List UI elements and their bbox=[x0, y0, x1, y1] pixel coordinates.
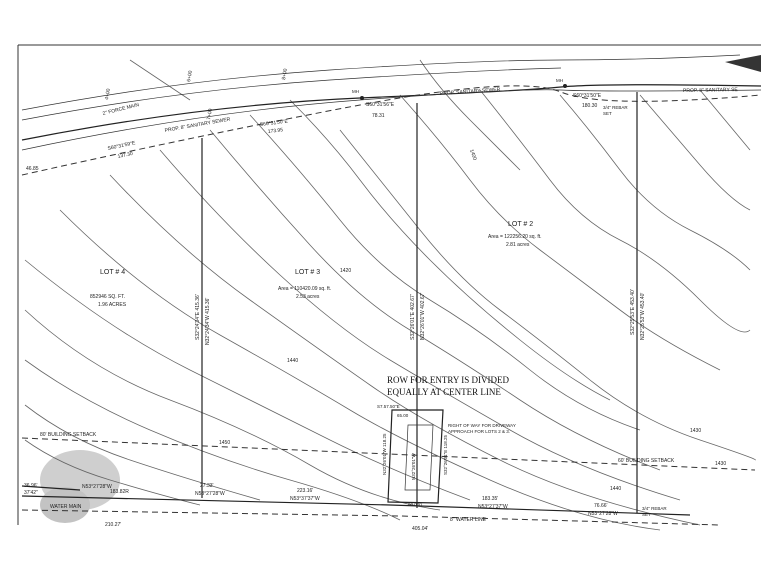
contour-label: 1440 bbox=[287, 358, 298, 364]
contour-label: 1430 bbox=[715, 461, 726, 467]
setback-label-left: 80' BUILDING SETBACK bbox=[40, 432, 97, 438]
front-dist-6: 210.27' bbox=[105, 522, 121, 528]
station-label: 6+00 bbox=[186, 70, 194, 82]
lot-3-acres: 2.53 acres bbox=[296, 294, 320, 300]
front-bearing-3: N53°37'37"W bbox=[290, 496, 320, 502]
lot-3-name: LOT # 3 bbox=[295, 269, 320, 276]
easement-top-bearing: S7.57.50"E bbox=[377, 404, 400, 409]
row-note-line-1: ROW FOR ENTRY IS DIVIDED bbox=[387, 375, 510, 385]
lot-4-area: 852946 SQ. FT. bbox=[90, 294, 125, 300]
station-label: 7+00 bbox=[206, 108, 214, 120]
easement-note-2: APPROACH FOR LOTS 2 & 3. bbox=[448, 429, 510, 434]
lot-2-acres: 2.81 acres bbox=[506, 242, 530, 248]
left-edge-label-2: 37'42" bbox=[24, 490, 38, 496]
driveway-easement bbox=[387, 409, 444, 504]
station-label: 8+00 bbox=[281, 68, 289, 80]
front-dist-4: 183.35' bbox=[482, 496, 498, 502]
rebar-label-bottom: 3/4" REBAR bbox=[642, 506, 667, 511]
lot-line-4-3-bearing-a: S32°24'34"E 415.36' bbox=[195, 294, 201, 340]
building-setback-line bbox=[21, 437, 756, 471]
rebar-set-bottom: SET bbox=[642, 512, 651, 517]
sanitary-sewer-label-right: PROP. 8" SANITARY SE bbox=[683, 87, 739, 94]
lot-line-3-2-bearing-b: N32°26'01"W 402.67' bbox=[420, 293, 426, 340]
total-frontage: 405.04' bbox=[412, 526, 428, 532]
force-main-label: 2" FORCE MAIN bbox=[102, 102, 140, 117]
front-dist-5: 76.66' bbox=[594, 503, 608, 509]
front-bearing-5: N53°27'28"W bbox=[588, 511, 618, 517]
manhole-marker bbox=[563, 84, 567, 88]
rebar-label-top: 3/4" REBAR bbox=[603, 105, 628, 110]
scan-smudge-bottom-left bbox=[40, 450, 120, 523]
easement-note-1: RIGHT OF WAY FOR DRIVEWAY bbox=[448, 423, 516, 428]
front-bearing-4: N53°27'37"W bbox=[478, 504, 508, 510]
rebar-set-top: SET bbox=[603, 111, 612, 116]
sanitary-sewer-label-mid: PROP. SANITARY SEWER bbox=[440, 87, 501, 97]
sewer-dist-1: 137.30 bbox=[117, 151, 133, 160]
lot-4-name: LOT # 4 bbox=[100, 269, 125, 276]
left-edge-mark: 46.85 bbox=[26, 166, 39, 172]
sewer-bearing-4: S60°31'50"E bbox=[573, 93, 602, 99]
sewer-bearing-2: S60°31'50"E bbox=[260, 119, 289, 128]
lot-line-3-2-bearing-a: S32°26'01"E 402.67' bbox=[410, 294, 416, 340]
front-dist-2: 27.33' bbox=[200, 483, 214, 489]
manhole-marker bbox=[360, 96, 364, 100]
easement-inner-bearing: N32°26'01"W bbox=[411, 452, 416, 480]
sewer-dist-2: 173.95 bbox=[268, 127, 284, 135]
lot-3-area: Area = 110420.09 sq. ft. bbox=[278, 286, 331, 292]
water-main-label: WATER MAIN bbox=[50, 504, 82, 510]
setback-label-right: 60' BUILDING SETBACK bbox=[618, 458, 675, 464]
contour-label: 1440 bbox=[610, 486, 621, 492]
easement-top-dist: 65.00 bbox=[397, 413, 409, 418]
sanitary-sewer-label-left: PROP. 8" SANITARY SEWER bbox=[164, 116, 231, 134]
front-bearing-2: N53°27'28"W bbox=[195, 491, 225, 497]
left-edge-label-1: 36.96' bbox=[24, 483, 38, 489]
row-note-line-2: EQUALLY AT CENTER LINE bbox=[387, 387, 501, 397]
contour-label: 1430 bbox=[690, 428, 701, 434]
sewer-bearing-3: S60°31'56"E bbox=[366, 102, 395, 108]
easement-left-bearing: N32°26'01"W 118.25 bbox=[382, 433, 387, 475]
contour-label: 1450 bbox=[219, 440, 230, 446]
manhole-label: MH bbox=[556, 78, 563, 83]
sewer-easement bbox=[21, 54, 761, 176]
lot-line-4-3-bearing-b: N32°24'34"W 415.36' bbox=[205, 298, 211, 345]
sewer-dist-3: 78.31 bbox=[372, 113, 385, 119]
water-line-label: 8" WATER LINE bbox=[450, 517, 487, 523]
lot-2-area: Area = 122256.20 sq. ft. bbox=[488, 234, 542, 240]
scan-smudge-top-right bbox=[725, 55, 761, 72]
front-bearing-1: N53°27'28"W bbox=[82, 484, 112, 490]
lot-line-2-east-bearing-b: N32°25'53"W 453.40' bbox=[640, 293, 646, 340]
easement-bottom: 60.000 bbox=[408, 502, 422, 507]
contour-label: 1420 bbox=[340, 268, 351, 274]
sewer-dist-4: 180.30 bbox=[582, 103, 598, 109]
easement-right-bearing: S32°26'01"E 118.25 bbox=[443, 435, 448, 475]
contour-lines bbox=[24, 59, 756, 531]
front-property-line bbox=[21, 485, 721, 526]
lot-4-acres: 1.96 ACRES bbox=[98, 302, 127, 308]
sewer-bearing-1: S60°31'59"E bbox=[107, 140, 136, 152]
station-label: 4+00 bbox=[104, 88, 112, 100]
lot-2-name: LOT # 2 bbox=[508, 221, 533, 228]
lot-line-2-east-bearing-a: S32°25'53"E 453.40' bbox=[630, 289, 636, 335]
contour-label: 1400 bbox=[468, 149, 478, 162]
manhole-label: MH bbox=[352, 89, 359, 94]
front-dist-3: 223.16' bbox=[297, 488, 313, 494]
front-dist-1: 183.82R bbox=[110, 489, 129, 495]
